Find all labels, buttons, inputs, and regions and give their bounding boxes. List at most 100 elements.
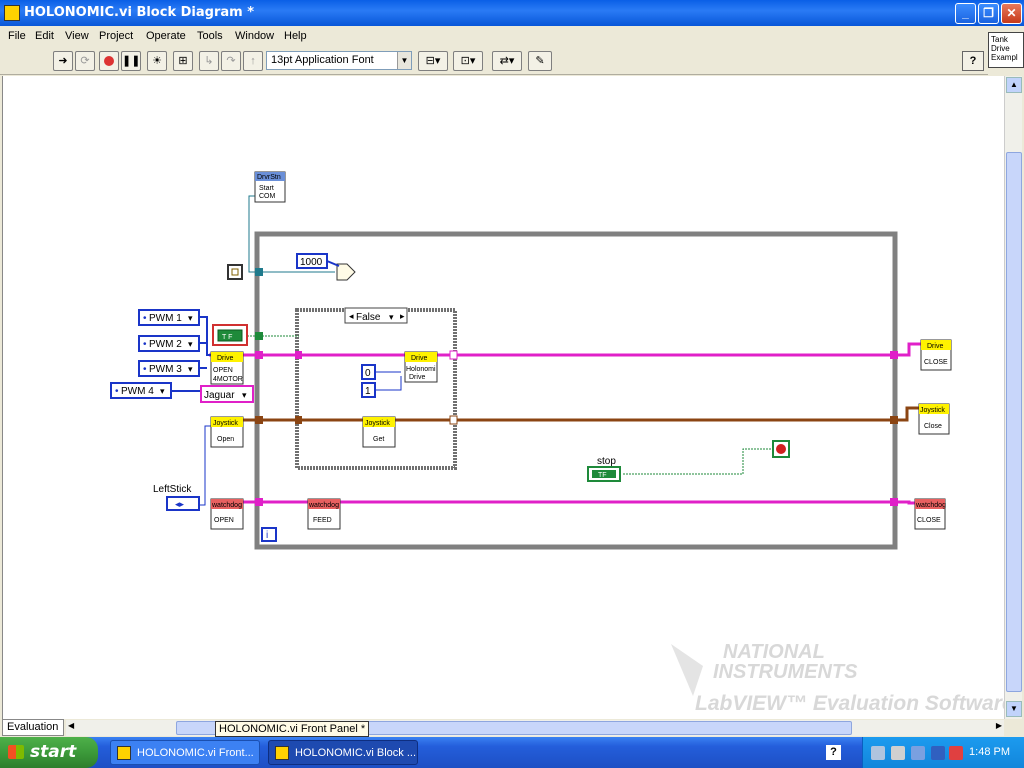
joystick-open-vi[interactable]: Joystick Open: [210, 416, 244, 448]
taskbar-block-diagram[interactable]: HOLONOMIC.vi Block ...: [268, 740, 418, 765]
wait-function[interactable]: [336, 263, 356, 281]
iteration-terminal[interactable]: [261, 527, 277, 542]
drvstn-header: DrvrStn: [257, 174, 281, 181]
scroll-right-arrow-icon[interactable]: ▶: [995, 721, 1002, 730]
case-selector-right-arrow[interactable]: ▸: [400, 311, 405, 321]
evaluation-label: Evaluation: [2, 719, 64, 736]
restore-button[interactable]: ❐: [978, 3, 999, 24]
vertical-scroll-thumb[interactable]: [1006, 152, 1022, 692]
vertical-scrollbar[interactable]: ▲ ▼: [1004, 76, 1022, 719]
taskbar: start HOLONOMIC.vi Front... HOLONOMIC.vi…: [0, 737, 1024, 768]
error-cluster-constant[interactable]: [227, 264, 243, 280]
controller-type-ring[interactable]: Jaguar ▾: [200, 385, 254, 403]
constant-one[interactable]: [361, 382, 376, 398]
scroll-up-arrow-icon[interactable]: ▲: [1006, 77, 1022, 93]
watchdog-open-vi[interactable]: watchdog OPEN: [210, 498, 244, 530]
drvstn-start-com-vi[interactable]: DrvrStn Start COM: [254, 171, 286, 203]
highlight-execution-icon[interactable]: ☀: [147, 51, 167, 71]
menu-file[interactable]: File: [8, 30, 26, 42]
pause-icon[interactable]: ❚❚: [121, 51, 141, 71]
menu-tools[interactable]: Tools: [197, 30, 223, 42]
tunnel: [255, 416, 263, 424]
svg-text:•: •: [143, 339, 147, 350]
title-bar[interactable]: HOLONOMIC.vi Block Diagram * _ ❐ ✕: [0, 0, 1024, 26]
pwm3-control[interactable]: • PWM 3 ▾: [138, 360, 200, 377]
status-strip: Evaluation ◀ ▶: [0, 719, 1024, 737]
align-objects-icon[interactable]: ⊟▾: [418, 51, 448, 71]
joystick-get-vi[interactable]: Joystick Get: [362, 416, 396, 448]
tunnel: [890, 498, 898, 506]
watchdog-open-header: watchdog: [211, 502, 242, 509]
labview-app-icon: [275, 746, 289, 760]
svg-text:•: •: [115, 386, 119, 397]
menu-view[interactable]: View: [65, 30, 89, 42]
volume-icon[interactable]: [891, 746, 905, 760]
case-selector-left-arrow[interactable]: ◂: [349, 311, 354, 321]
holonomic-header: Drive: [411, 355, 427, 362]
menu-window[interactable]: Window: [235, 30, 275, 42]
run-continuously-icon[interactable]: ⟳: [75, 51, 95, 71]
drvstn-wire[interactable]: [248, 195, 259, 273]
vi-icon-tile[interactable]: Tank Drive Exampl: [988, 32, 1024, 68]
menu-operate[interactable]: Operate: [146, 30, 186, 42]
font-select-value: 13pt Application Font: [271, 54, 374, 66]
pwm2-control[interactable]: • PWM 2 ▾: [138, 335, 200, 352]
scroll-down-arrow-icon[interactable]: ▼: [1006, 701, 1022, 717]
block-diagram-canvas[interactable]: .lbl { font-family: "Liberation Sans", s…: [2, 76, 1004, 719]
reorder-icon[interactable]: ⇄▾: [492, 51, 522, 71]
timeout-value: 1000: [300, 257, 323, 268]
watchdog-close-vi[interactable]: watchdog CLOSE: [914, 498, 946, 530]
joystick-close-wire[interactable]: [897, 406, 919, 422]
diagram-svg: .lbl { font-family: "Liberation Sans", s…: [110, 171, 1004, 715]
while-loop[interactable]: [254, 231, 898, 550]
font-select[interactable]: 13pt Application Font ▼: [266, 51, 412, 70]
pwm3-label: PWM 3: [149, 364, 182, 375]
const1-wire[interactable]: [375, 376, 402, 391]
run-arrow-icon[interactable]: ➜: [53, 51, 73, 71]
menu-edit[interactable]: Edit: [35, 30, 54, 42]
security-shield-icon[interactable]: [949, 746, 963, 760]
pwm1-control[interactable]: • PWM 1 ▾: [138, 309, 200, 326]
step-into-icon[interactable]: ↳: [199, 51, 219, 71]
minimize-button[interactable]: _: [955, 3, 976, 24]
close-button[interactable]: ✕: [1001, 3, 1022, 24]
drive-open-4motor-vi[interactable]: Drive OPEN 4MOTOR: [210, 351, 244, 385]
drive-close-vi[interactable]: Drive CLOSE: [920, 339, 952, 371]
help-icon[interactable]: ?: [826, 745, 841, 760]
connection-icon[interactable]: [911, 746, 925, 760]
distribute-objects-icon[interactable]: ⊡▾: [453, 51, 483, 71]
drive-open-line1: OPEN: [213, 367, 233, 374]
abort-icon[interactable]: [99, 51, 119, 71]
menu-help[interactable]: Help: [284, 30, 307, 42]
stop-wire[interactable]: [623, 448, 775, 475]
cleanup-diagram-icon[interactable]: ✎: [528, 51, 552, 71]
joystick-close-vi[interactable]: Joystick Close: [918, 403, 950, 435]
watchdog-close-wire[interactable]: [897, 500, 915, 505]
help-button[interactable]: ?: [962, 51, 984, 71]
ni-watermark: NATIONAL INSTRUMENTS LabVIEW™ Evaluation…: [671, 641, 1004, 715]
step-over-icon[interactable]: ↷: [221, 51, 241, 71]
svg-text:•: •: [143, 364, 147, 375]
drive-close-wire[interactable]: [897, 342, 921, 357]
retain-wire-values-icon[interactable]: ⊞: [173, 51, 193, 71]
tunnel: [295, 416, 302, 424]
holonomic-drive-vi[interactable]: Drive Holonomi Drive: [404, 351, 438, 383]
watchdog-feed-line1: FEED: [313, 517, 332, 524]
scroll-left-arrow-icon[interactable]: ◀: [68, 721, 75, 730]
taskbar-front-panel[interactable]: HOLONOMIC.vi Front...: [110, 740, 260, 765]
start-button[interactable]: start: [0, 737, 98, 768]
step-out-icon[interactable]: ↑: [243, 51, 263, 71]
watchdog-feed-vi[interactable]: watchdog FEED: [307, 498, 341, 530]
network-icon[interactable]: [871, 746, 885, 760]
menu-project[interactable]: Project: [99, 30, 134, 42]
horizontal-scrollbar[interactable]: ◀ ▶: [66, 720, 1004, 736]
front-panel-tooltip[interactable]: HOLONOMIC.vi Front Panel *: [215, 721, 370, 737]
leftstick-wire[interactable]: [199, 425, 211, 506]
pwm4-control[interactable]: • PWM 4 ▾: [110, 382, 172, 399]
pwm1-wire[interactable]: [199, 316, 211, 356]
constant-zero[interactable]: [361, 364, 376, 380]
battery-icon[interactable]: [931, 746, 945, 760]
chevron-down-icon: ▼: [397, 52, 411, 69]
case-selector[interactable]: [344, 307, 408, 324]
leftstick-control[interactable]: [166, 496, 200, 511]
